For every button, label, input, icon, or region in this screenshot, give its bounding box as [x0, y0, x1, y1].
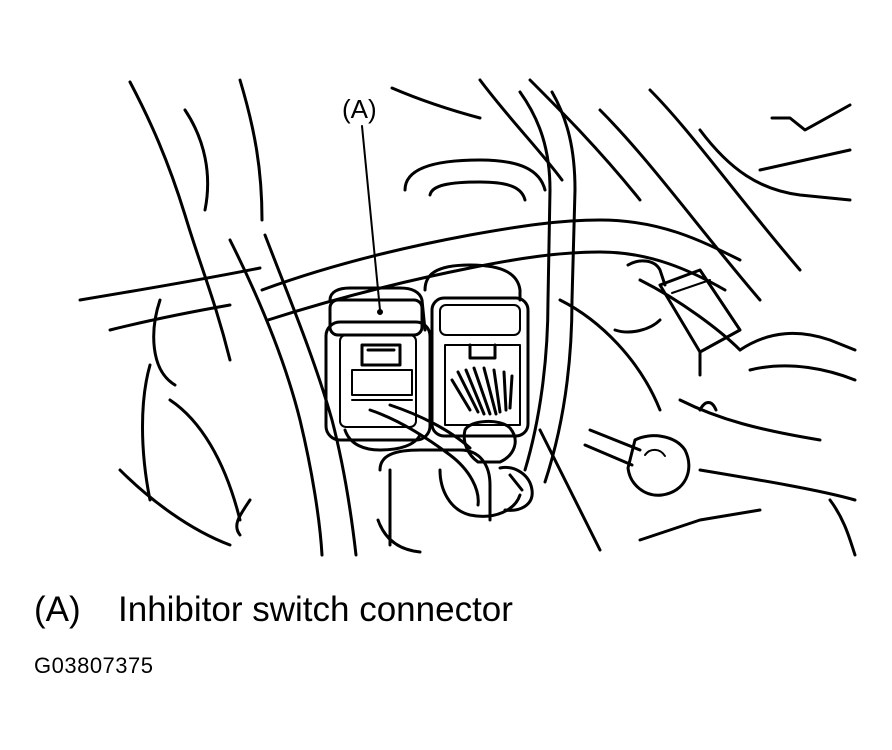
figure-id: G03807375	[34, 653, 154, 678]
legend: (A) Inhibitor switch connector	[34, 588, 513, 632]
wiring-harness	[228, 90, 742, 557]
adjacent-connector	[423, 263, 530, 464]
inhibitor-switch-connector	[324, 286, 480, 507]
legend-key-a: (A)	[34, 590, 81, 629]
callout-a: (A)	[342, 94, 381, 311]
callout-leader-line	[361, 125, 381, 311]
sensor-plug	[583, 428, 691, 497]
callout-label-a: (A)	[342, 94, 377, 124]
legend-text-a: Inhibitor switch connector	[118, 590, 513, 629]
harness-clip	[376, 448, 534, 554]
engine-background-lines	[78, 78, 857, 557]
bracket-block	[613, 259, 742, 377]
connector-illustration: (A)	[78, 78, 857, 557]
